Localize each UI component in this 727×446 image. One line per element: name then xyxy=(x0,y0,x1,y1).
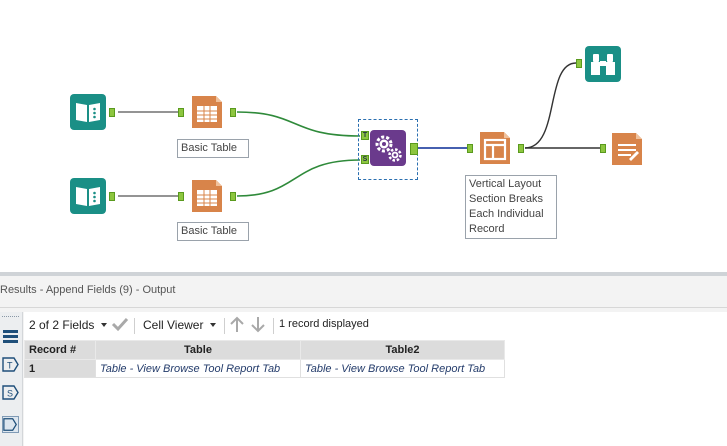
divider xyxy=(0,307,727,308)
input-anchor[interactable] xyxy=(178,192,184,201)
record-number[interactable]: 1 xyxy=(24,359,96,378)
output-anchor[interactable] xyxy=(230,108,236,117)
fields-dropdown[interactable]: 2 of 2 Fields xyxy=(29,318,108,332)
wire-table1-to-append xyxy=(236,111,361,137)
grip-dots xyxy=(2,316,19,317)
output-anchor[interactable] xyxy=(518,144,524,153)
anchor-s-icon: S xyxy=(2,385,19,400)
anchor-t-icon: T xyxy=(2,357,19,372)
results-toolbar: 2 of 2 Fields Cell Viewer 1 record displ… xyxy=(24,312,727,338)
table-cell[interactable]: Table - View Browse Tool Report Tab xyxy=(300,359,505,378)
source-anchor-button[interactable]: S xyxy=(2,384,19,401)
output-anchor[interactable] xyxy=(109,108,115,117)
results-side-toolbar: T S xyxy=(0,312,23,446)
cell-viewer-dropdown[interactable]: Cell Viewer xyxy=(143,318,217,332)
column-header-table[interactable]: Table xyxy=(95,340,301,360)
svg-text:S: S xyxy=(7,389,13,399)
append-fields-tool[interactable] xyxy=(370,130,406,166)
pane-splitter[interactable] xyxy=(0,272,727,276)
scroll-up-button[interactable] xyxy=(229,316,245,333)
output-anchor[interactable] xyxy=(109,192,115,201)
table-view-button[interactable] xyxy=(2,328,19,345)
book-icon xyxy=(70,178,106,214)
toolbar-separator xyxy=(273,318,274,334)
book-icon xyxy=(70,94,106,130)
basic-table-tool-1[interactable] xyxy=(189,94,225,130)
apply-check-button[interactable] xyxy=(111,316,129,332)
record-count: 1 record displayed xyxy=(279,318,369,330)
table-report-icon xyxy=(192,96,222,128)
browse-tool[interactable] xyxy=(585,46,621,82)
annotation-basic-table-2: Basic Table xyxy=(177,222,249,241)
input-anchor[interactable] xyxy=(576,59,582,68)
table-cell[interactable]: Table - View Browse Tool Report Tab xyxy=(95,359,301,378)
caret-down-icon xyxy=(210,323,217,327)
connection-wires xyxy=(118,62,600,197)
toolbar-separator xyxy=(224,318,225,334)
fields-dropdown-label: 2 of 2 Fields xyxy=(29,318,95,332)
wire-layout-to-browse xyxy=(524,62,577,149)
svg-text:T: T xyxy=(7,361,13,371)
column-header-table2[interactable]: Table2 xyxy=(300,340,505,360)
results-table: Record # Table Table2 1 Table - View Bro… xyxy=(24,340,505,378)
output-anchor[interactable] xyxy=(230,192,236,201)
input-anchor[interactable] xyxy=(178,108,184,117)
source-anchor[interactable]: S xyxy=(361,155,369,164)
annotation-layout: Vertical Layout Section Breaks Each Indi… xyxy=(465,175,557,239)
caret-down-icon xyxy=(101,323,108,327)
input-anchor[interactable] xyxy=(467,144,473,153)
anchor-output-icon xyxy=(3,418,17,431)
layout-tool[interactable] xyxy=(477,130,513,166)
basic-table-tool-2[interactable] xyxy=(189,178,225,214)
results-window: Results - Append Fields (9) - Output T S xyxy=(0,276,727,446)
table-report-icon xyxy=(192,180,222,212)
checkmark-icon xyxy=(111,317,129,332)
target-anchor-button[interactable]: T xyxy=(2,356,19,373)
cell-viewer-label: Cell Viewer xyxy=(143,318,204,332)
arrow-down-icon xyxy=(251,317,265,333)
rows-icon xyxy=(3,330,18,343)
arrow-up-icon xyxy=(230,316,244,332)
render-tool[interactable] xyxy=(609,131,645,167)
workflow-canvas[interactable]: Basic Table Basic Table T S xyxy=(0,0,727,272)
document-output-icon xyxy=(612,133,642,165)
results-grid: Record # Table Table2 1 Table - View Bro… xyxy=(24,338,727,446)
column-header-record[interactable]: Record # xyxy=(24,340,96,360)
input-data-tool-2[interactable] xyxy=(70,178,106,214)
layout-icon xyxy=(480,132,510,164)
input-data-tool-1[interactable] xyxy=(70,94,106,130)
output-anchor[interactable] xyxy=(410,143,418,155)
target-anchor[interactable]: T xyxy=(361,131,369,140)
scroll-down-button[interactable] xyxy=(250,316,266,333)
table-row[interactable]: 1 Table - View Browse Tool Report Tab Ta… xyxy=(24,359,505,378)
binoculars-icon xyxy=(585,46,621,82)
wire-table2-to-append xyxy=(236,159,361,197)
input-anchor[interactable] xyxy=(600,144,606,153)
output-anchor-button[interactable] xyxy=(2,416,19,433)
annotation-basic-table-1: Basic Table xyxy=(177,139,249,158)
gears-icon xyxy=(370,130,406,166)
results-title: Results - Append Fields (9) - Output xyxy=(0,284,176,296)
toolbar-separator xyxy=(134,318,135,334)
